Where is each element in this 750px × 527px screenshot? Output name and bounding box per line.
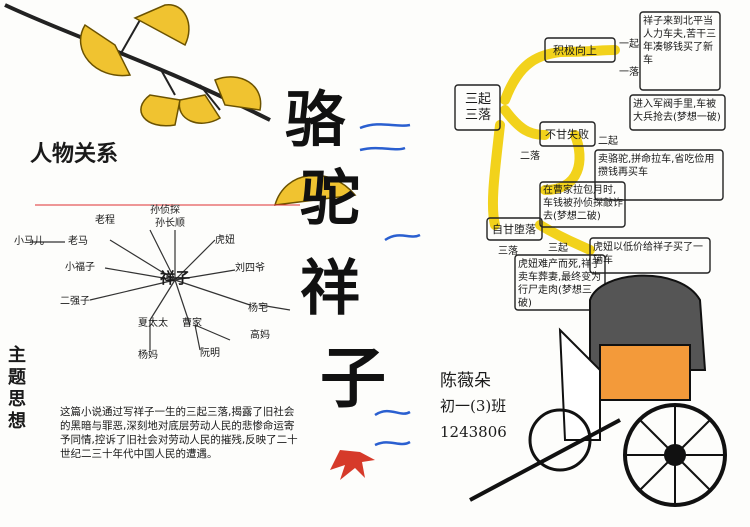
mindmap-sub: 二起 [598, 136, 618, 147]
relation-node: 杨妈 [138, 350, 158, 361]
mindmap-note: 虎妞以低价给祥子买了一辆车 [593, 242, 703, 266]
theme-text: 这篇小说通过写祥子一生的三起三落,揭露了旧社会的黑暗与罪恶,深刻地对底层劳动人民… [60, 406, 298, 460]
relation-node: 孙长顺 [155, 218, 185, 229]
relation-node: 杨宅 [248, 303, 268, 314]
mindmap-note: 虎妞难产而死,祥子卖车葬妻,最终变为行尸走肉(梦想三破) [518, 259, 602, 309]
relation-node: 小马儿 [14, 236, 44, 247]
mindmap-sub: 三起 [548, 243, 568, 254]
mindmap-sub: 一落 [619, 67, 639, 78]
relation-node: 阮明 [200, 348, 220, 359]
relation-node: 小福子 [65, 262, 95, 273]
relation-node: 孙侦探 [150, 205, 180, 216]
relation-node: 高妈 [250, 330, 270, 341]
author-name: 陈薇朵 [440, 371, 491, 391]
title-char: 子 [320, 339, 386, 417]
mindmap-note: 进入军阀手里,车被大兵抢去(梦想一破) [633, 99, 721, 123]
relation-node: 虎妞 [215, 235, 235, 246]
author-id: 1243806 [440, 423, 507, 441]
mindmap-boxes [454, 11, 726, 311]
mindmap-branch-label: 积极向上 [553, 44, 597, 57]
mindmap-sub: 三落 [498, 246, 518, 257]
author-class: 初一(3)班 [440, 397, 507, 415]
relation-node: 曹家 [182, 318, 202, 329]
relation-node: 刘四爷 [235, 263, 265, 274]
mindmap-sub: 二落 [520, 151, 540, 162]
title-char: 驼 [300, 164, 360, 234]
blue-squiggle-icon [359, 123, 421, 447]
relation-node: 老程 [95, 215, 115, 226]
mindmap-note: 祥子来到北平当人力车夫,苦干三年凑够钱买了新车 [643, 16, 717, 66]
mindmap-branches [487, 45, 620, 255]
relation-node: 二强子 [60, 296, 90, 307]
relation-center: 祥子 [160, 269, 191, 287]
mindmap-note: 卖骆驼,拼命拉车,省吃俭用攒钱再买车 [598, 154, 715, 178]
ginkgo-leaf-icon [79, 4, 357, 206]
relations-heading: 人物关系 [30, 141, 119, 167]
mindmap-root: 三起三落 [464, 92, 491, 123]
rickshaw-illustration [469, 274, 727, 507]
title-char: 祥 [300, 254, 360, 324]
title-char: 骆 [285, 86, 345, 156]
mindmap-branch-label: 自甘堕落 [492, 223, 536, 236]
mindmap-note: 在曹家拉包月时,车钱被孙侦探敲诈去(梦想二破) [543, 185, 623, 222]
maple-leaf-icon [330, 450, 375, 480]
theme-heading: 主题思想 [8, 345, 26, 432]
relation-lines [30, 229, 291, 351]
relation-node: 老马 [68, 236, 88, 247]
mindmap-sub: 一起 [619, 39, 639, 50]
relation-node: 夏太太 [138, 318, 168, 329]
mindmap-branch-label: 不甘失败 [545, 128, 589, 141]
